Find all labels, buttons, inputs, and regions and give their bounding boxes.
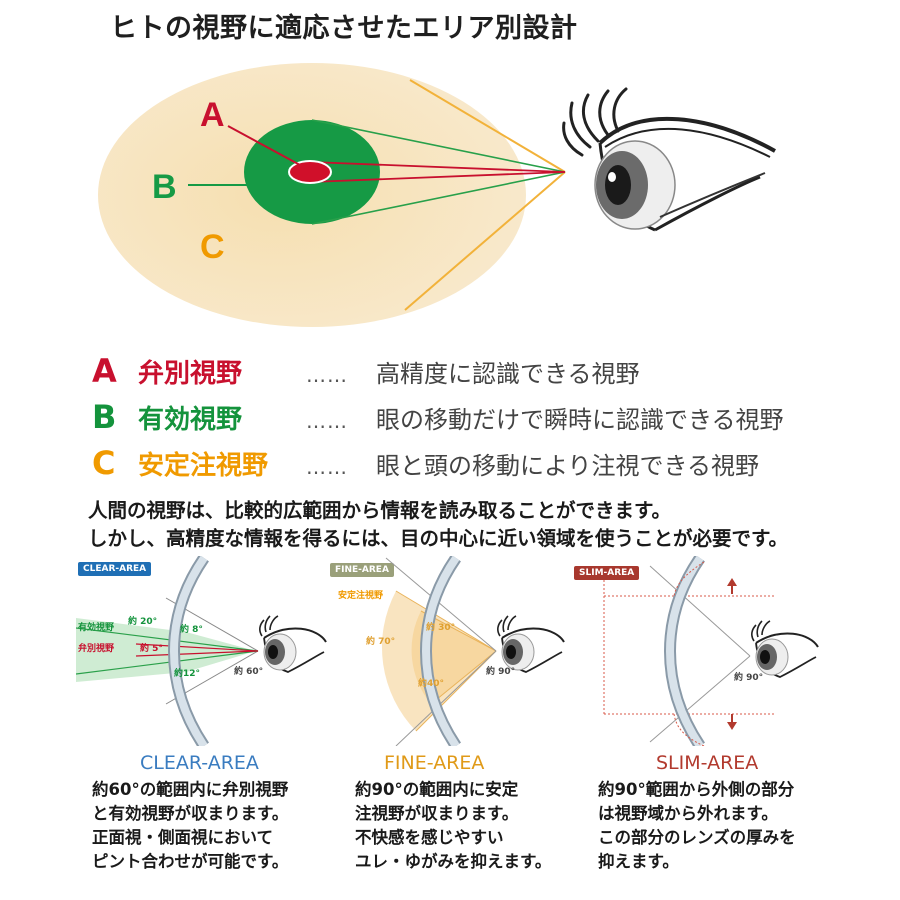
- fine-area-diagram: 安定注視野 約 30° 約 70° 約40° 約 90°: [338, 556, 565, 746]
- description-line: 約60°の範囲内に弁別視野: [92, 780, 289, 799]
- angle-label: 約 5°: [140, 642, 163, 654]
- legend-desc: 眼と頭の移動により注視できる視野: [376, 452, 760, 480]
- description-line: ピント合わせが可能です。: [92, 852, 289, 871]
- description-line: 約90°範囲から外側の部分: [598, 780, 795, 799]
- eye-icon: [259, 615, 327, 673]
- angle-label: 約 20°: [128, 615, 157, 627]
- legend-dots: ……: [306, 455, 348, 479]
- stable-field-label: 安定注視野: [338, 589, 383, 601]
- description-line: は視野域から外れます。: [598, 804, 778, 823]
- angle-label: 約 60°: [234, 665, 263, 677]
- eye-icon: [497, 615, 565, 673]
- legend-desc: 高精度に認識できる視野: [376, 360, 640, 388]
- description-line: 正面視・側面視において: [92, 828, 274, 847]
- label-b: B: [152, 168, 177, 206]
- clear-area-diagram: 有効視野 弁別視野 約 20° 約 8° 約 5° 約12° 約 60°: [76, 556, 327, 746]
- legend-desc: 眼の移動だけで瞬時に認識できる視野: [376, 406, 784, 434]
- clear-area-tag: CLEAR-AREA: [78, 562, 152, 576]
- angle-label: 約 70°: [366, 635, 395, 647]
- discrim-field-label: 弁別視野: [78, 642, 114, 654]
- visual-field-diagram: A B C: [98, 63, 776, 327]
- description-line: 不快感を感じやすい: [355, 828, 504, 847]
- legend-dots: ……: [306, 409, 348, 433]
- eye-icon: [751, 620, 819, 678]
- angle-label: 約 90°: [734, 671, 763, 683]
- paragraph-line: しかし、高精度な情報を得るには、目の中心に近い領域を使うことが必要です。: [88, 527, 789, 550]
- paragraph-line: 人間の視野は、比較的広範囲から情報を読み取ることができます。: [88, 499, 672, 522]
- description-line: と有効視野が収まります。: [92, 804, 289, 823]
- description-line: 注視野が収まります。: [355, 804, 519, 823]
- clear-area-title: CLEAR-AREA: [140, 752, 259, 774]
- effective-field-label: 有効視野: [78, 621, 114, 633]
- slim-area-description: 約90°範囲から外側の部分 は視野域から外れます。 この部分のレンズの厚みを 抑…: [598, 778, 796, 874]
- slim-area-title: SLIM-AREA: [656, 752, 759, 774]
- label-c: C: [200, 228, 225, 266]
- legend-letter: C: [92, 444, 116, 482]
- description-line: ユレ・ゆがみを抑えます。: [355, 852, 552, 871]
- discrim-field-area: [288, 160, 332, 184]
- angle-label: 約12°: [174, 667, 200, 679]
- legend-row-b: B 有効視野 …… 眼の移動だけで瞬時に認識できる視野: [92, 398, 784, 442]
- legend-letter: A: [92, 352, 117, 390]
- fine-area-tag: FINE-AREA: [330, 563, 394, 577]
- legend-letter: B: [92, 398, 117, 436]
- description-line: この部分のレンズの厚みを: [598, 828, 796, 847]
- angle-label: 約 90°: [486, 665, 515, 677]
- angle-label: 約40°: [418, 677, 444, 689]
- eye-icon: [562, 87, 776, 232]
- label-a: A: [200, 96, 225, 134]
- legend-row-c: C 安定注視野 …… 眼と頭の移動により注視できる視野: [92, 444, 759, 488]
- legend-term: 弁別視野: [138, 359, 243, 389]
- legend-dots: ……: [306, 363, 348, 387]
- page-title: ヒトの視野に適応させたエリア別設計: [110, 13, 578, 44]
- angle-label: 約 30°: [426, 621, 455, 633]
- fine-area-title: FINE-AREA: [384, 752, 485, 774]
- legend-term: 安定注視野: [138, 451, 269, 481]
- angle-label: 約 8°: [180, 623, 203, 635]
- slim-area-diagram: 約 90°: [603, 556, 819, 746]
- fine-area-description: 約90°の範囲内に安定 注視野が収まります。 不快感を感じやすい ユレ・ゆがみを…: [355, 778, 551, 874]
- legend-row-a: A 弁別視野 …… 高精度に認識できる視野: [92, 352, 640, 396]
- description-line: 抑えます。: [598, 852, 679, 871]
- legend-term: 有効視野: [138, 405, 243, 435]
- description-line: 約90°の範囲内に安定: [355, 780, 519, 799]
- slim-area-tag: SLIM-AREA: [574, 566, 640, 580]
- clear-area-description: 約60°の範囲内に弁別視野 と有効視野が収まります。 正面視・側面視において ピ…: [92, 778, 288, 874]
